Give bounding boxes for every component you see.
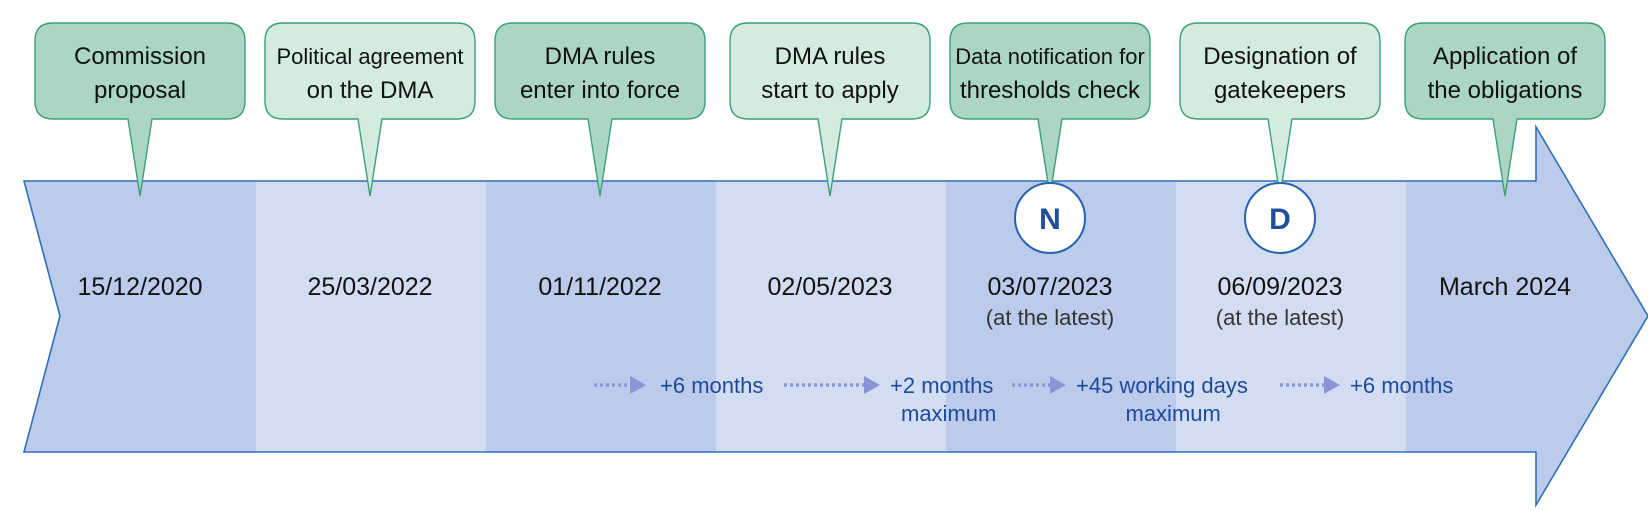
milestone-date: March 2024 [1439, 273, 1571, 301]
timeline-arrow-head [1536, 127, 1648, 505]
duration-arrowhead [1050, 376, 1066, 394]
duration-1: +6 months [594, 373, 763, 398]
duration-label-line: +2 months [890, 373, 993, 398]
callout-bubble [494, 22, 706, 197]
timeline-band-5 [946, 181, 1176, 452]
callout-label-line: DMA rules [775, 43, 886, 70]
callout-bubble [1404, 22, 1606, 197]
callout-label-line: Commission [74, 43, 206, 70]
milestone-date: 01/11/2022 [538, 273, 661, 301]
timeline-bands [24, 127, 1648, 505]
milestone-callout-2: Political agreement on the DMA [264, 22, 476, 197]
milestone-badge-n: N [1014, 182, 1086, 254]
timeline-band-6 [1176, 181, 1406, 452]
milestone-callout-4: DMA rules start to apply [729, 22, 931, 197]
callout-label-line: enter into force [520, 77, 680, 104]
milestone-date: 06/09/2023 [1217, 273, 1342, 301]
callout-label-line: DMA rules [545, 43, 656, 70]
duration-arrowhead [630, 376, 646, 394]
milestone-date-note: (at the latest) [1216, 305, 1344, 330]
badge-circle [1014, 182, 1086, 254]
duration-label-line: maximum [1126, 401, 1221, 426]
milestone-callout-6: Designation of gatekeepers [1179, 22, 1381, 197]
duration-arrowhead [1324, 376, 1340, 394]
callout-label-line: Application of [1433, 43, 1577, 70]
duration-label-line: +6 months [1350, 373, 1453, 398]
milestone-date-note: (at the latest) [986, 305, 1114, 330]
callout-bubble [34, 22, 246, 197]
milestone-date: 03/07/2023 [987, 273, 1112, 301]
duration-label-line: +6 months [660, 373, 763, 398]
duration-label-line: +45 working days [1076, 373, 1248, 398]
duration-2: +2 months maximum [784, 373, 996, 426]
milestone-dates: 15/12/2020 25/03/2022 01/11/2022 02/05/2023… [77, 273, 1571, 330]
milestone-date: 25/03/2022 [307, 273, 432, 301]
badge-letter: D [1269, 203, 1291, 236]
timeline-band-1 [24, 181, 256, 452]
timeline-arrow-outline [22, 124, 1648, 508]
duration-arrowhead [864, 376, 880, 394]
milestone-date: 15/12/2020 [77, 273, 202, 301]
callout-label-line: Data notification for [955, 44, 1145, 69]
callout-label-line: thresholds check [960, 77, 1141, 104]
callout-bubble [949, 22, 1151, 197]
timeline-band-4 [716, 181, 946, 452]
callout-label-line: Political agreement [276, 44, 463, 69]
duration-3: +45 working days maximum [1012, 373, 1248, 426]
milestone-callout-7: Application of the obligations [1404, 22, 1606, 197]
milestone-callouts: Commission proposal Political agreement on … [34, 22, 1606, 197]
milestone-callout-5: Data notification for thresholds check [949, 22, 1151, 197]
callout-label-line: the obligations [1428, 77, 1583, 104]
callout-bubble [1179, 22, 1381, 197]
timeline-band-7 [1406, 181, 1536, 452]
callout-bubble [729, 22, 931, 197]
badge-circle [1244, 182, 1316, 254]
milestone-callout-3: DMA rules enter into force [494, 22, 706, 197]
timeline-band-3 [486, 181, 716, 452]
badge-letter: N [1039, 203, 1061, 236]
callout-label-line: proposal [94, 77, 186, 104]
milestone-callout-1: Commission proposal [34, 22, 246, 197]
milestone-badge-d: D [1244, 182, 1316, 254]
callout-label-line: gatekeepers [1214, 77, 1346, 104]
timeline-band-2 [256, 181, 486, 452]
callout-label-line: on the DMA [307, 77, 434, 104]
duration-label-line: maximum [901, 401, 996, 426]
duration-4: +6 months [1280, 373, 1453, 398]
callout-label-line: Designation of [1203, 43, 1357, 70]
milestone-date: 02/05/2023 [767, 273, 892, 301]
callout-label-line: start to apply [761, 77, 898, 104]
callout-bubble [264, 22, 476, 197]
